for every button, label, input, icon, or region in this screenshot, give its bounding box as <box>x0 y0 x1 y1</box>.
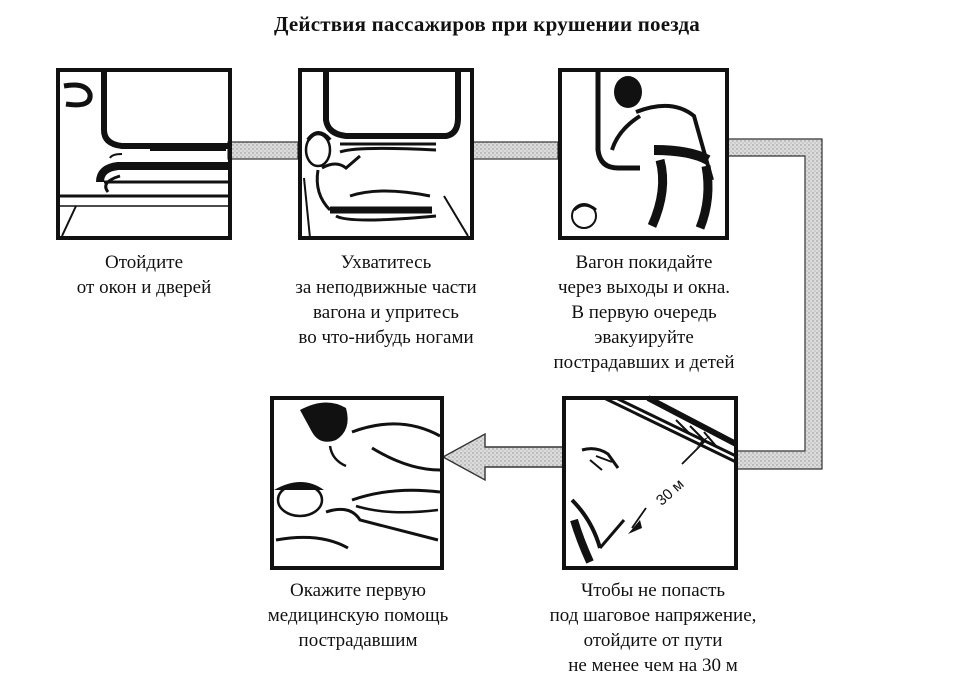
caption-line: Чтобы не попасть <box>580 580 726 601</box>
step-5-caption: Окажите первую медицинскую помощь постра… <box>252 578 464 653</box>
caption-line: В первую очередь <box>571 302 717 323</box>
caption-line: Окажите первую <box>290 580 426 601</box>
caption-line: от окон и дверей <box>76 277 212 298</box>
window-icon <box>56 68 232 240</box>
caption-line: Вагон покидайте <box>575 252 713 273</box>
caption-line: не менее чем на 30 м <box>568 655 738 676</box>
distance-label: 30 м <box>653 476 688 509</box>
caption-line: пострадавшим <box>298 630 418 651</box>
caption-line: за неподвижные части <box>295 277 477 298</box>
crawling-away-icon: 30 м <box>562 395 738 570</box>
holding-on-icon <box>298 68 474 240</box>
caption-line: эвакуируйте <box>594 327 694 348</box>
exit-window-icon <box>558 68 729 240</box>
caption-line: Отойдите <box>104 252 183 273</box>
caption-line: во что-нибудь ногами <box>298 327 474 348</box>
caption-line: пострадавших и детей <box>553 352 735 373</box>
caption-line: Ухватитесь <box>340 252 432 273</box>
caption-line: вагона и упритесь <box>313 302 459 323</box>
page-title: Действия пассажиров при крушении поезда <box>273 12 701 36</box>
step-2-caption: Ухватитесь за неподвижные части вагона и… <box>266 250 506 350</box>
connector-1-2 <box>227 141 299 160</box>
connector-2-3 <box>472 141 559 160</box>
connector-4-5-arrow <box>441 432 565 482</box>
step-1-caption: Отойдите от окон и дверей <box>44 250 244 300</box>
step-3-caption: Вагон покидайте через выходы и окна. В п… <box>522 250 766 375</box>
step-4-caption: Чтобы не попасть под шаговое напряжение,… <box>510 578 796 678</box>
caption-line: через выходы и окна. <box>557 277 731 298</box>
caption-line: под шаговое напряжение, <box>549 605 757 626</box>
first-aid-icon <box>270 396 444 570</box>
caption-line: медицинскую помощь <box>267 605 449 626</box>
caption-line: отойдите от пути <box>583 630 723 651</box>
